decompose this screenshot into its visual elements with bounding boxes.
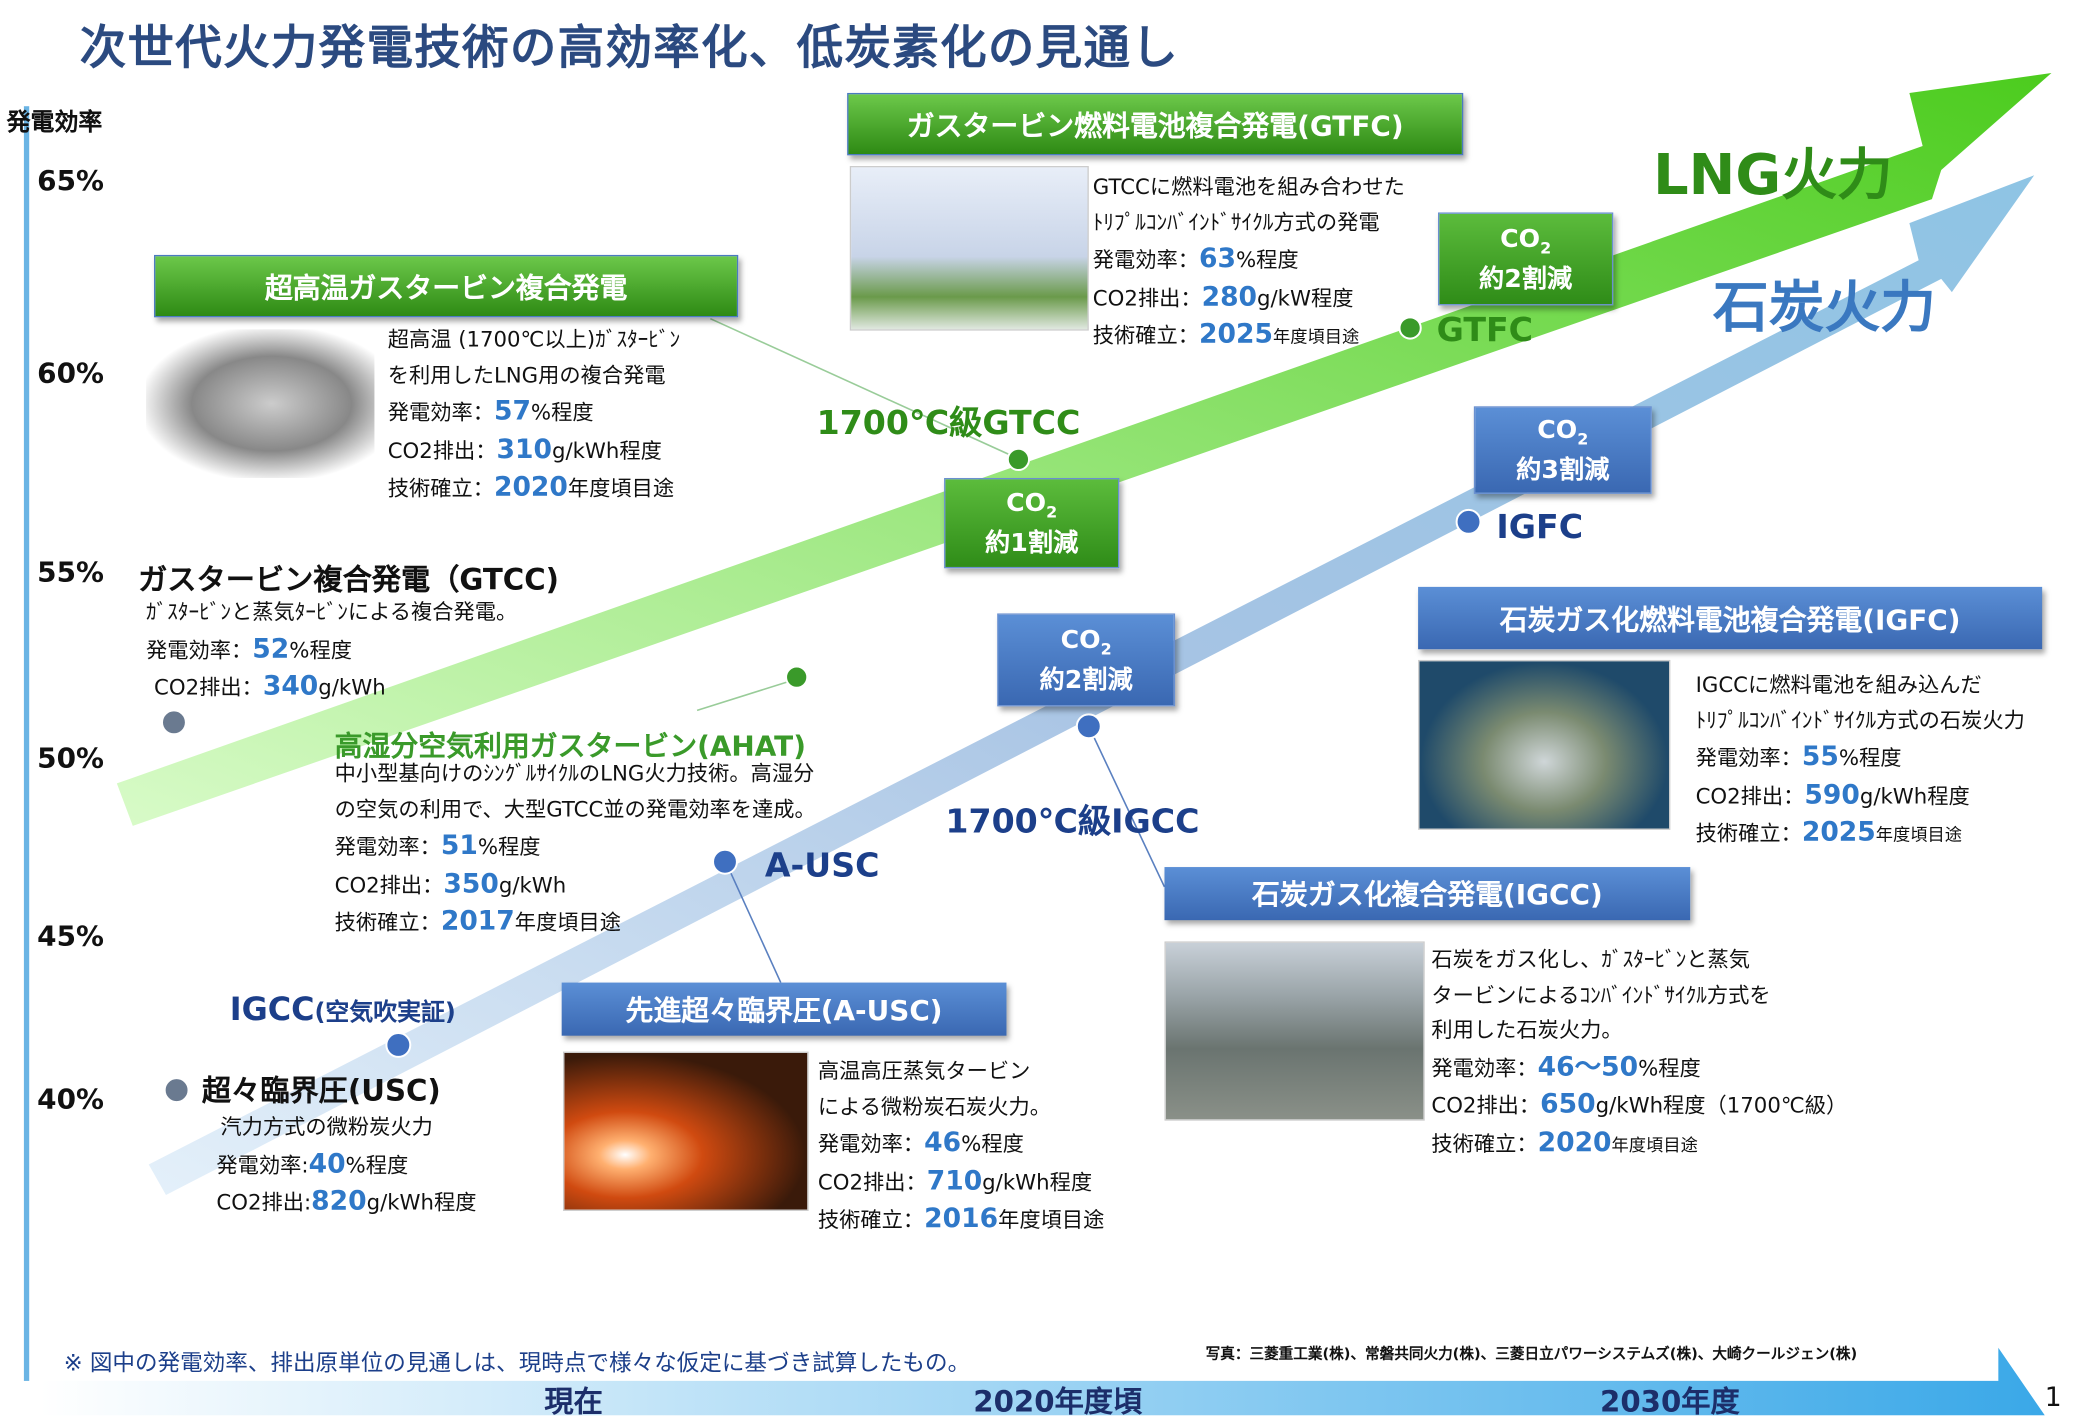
y-axis-line bbox=[23, 106, 30, 1381]
point-igcc-demo bbox=[385, 1032, 412, 1058]
timeline-label: 2020年度頃 bbox=[973, 1386, 1143, 1420]
ausc-description: 高温高圧蒸気タービンによる微粉炭石炭火力。 発電効率：46%程度 CO2排出：7… bbox=[817, 1058, 1105, 1234]
igcc-description: 石炭をガス化し、ｶﾞｽﾀｰﾋﾞﾝと蒸気タービンによるｺﾝﾊﾞｲﾝﾄﾞｻｲｸﾙ方式… bbox=[1431, 946, 1848, 1158]
igcc-header: 石炭ガス化複合発電(IGCC) bbox=[1164, 867, 1691, 921]
label-gtcc: ガスタービン複合発電（GTCC) bbox=[138, 564, 560, 598]
gtfc-description: GTCCに燃料電池を組み合わせたﾄﾘﾌﾟﾙｺﾝﾊﾞｲﾝﾄﾞｻｲｸﾙ方式の発電 発… bbox=[1092, 173, 1405, 350]
label-igcc-demo: IGCC(空気吹実証) bbox=[229, 990, 456, 1028]
usc-description: 汽力方式の微粉炭火力 発電効率:40%程度 CO2排出:820g/kWh程度 bbox=[216, 1114, 477, 1217]
gtcc-description: ｶﾞｽﾀｰﾋﾞﾝと蒸気ﾀｰﾋﾞﾝによる複合発電。 発電効率：52%程度 CO2排… bbox=[146, 598, 518, 702]
point-igfc bbox=[1455, 508, 1482, 535]
ausc-turbine-photo bbox=[562, 1051, 809, 1211]
label-gtcc1700: 1700℃級GTCC bbox=[816, 403, 1081, 443]
connector-line bbox=[710, 317, 1018, 459]
lng-arrow-label: LNG火力 bbox=[1653, 142, 1893, 208]
y-tick: 55% bbox=[37, 556, 104, 589]
label-igfc: IGFC bbox=[1496, 507, 1584, 546]
timeline-band bbox=[39, 1347, 2045, 1416]
connector-line bbox=[1088, 725, 1166, 888]
igfc-plant-photo bbox=[1418, 659, 1671, 830]
label-ausc: A-USC bbox=[764, 845, 880, 885]
point-igcc1700 bbox=[1075, 713, 1102, 740]
timeline-label: 2030年度 bbox=[1599, 1386, 1740, 1420]
ahat-description: 中小型基向けのｼﾝｸﾞﾙｻｲｸﾙのLNG火力技術。高湿分の空気の利用で、大型GT… bbox=[334, 760, 816, 937]
igfc-header: 石炭ガス化燃料電池複合発電(IGFC) bbox=[1418, 586, 2043, 650]
point-ausc bbox=[712, 848, 738, 875]
page-number: 1 bbox=[2044, 1380, 2062, 1413]
point-gtfc bbox=[1398, 316, 1422, 340]
page-title: 次世代火力発電技術の高効率化、低炭素化の見通し bbox=[79, 22, 1180, 76]
y-tick: 50% bbox=[37, 742, 104, 775]
ultra-gtcc-description: 超高温 (1700℃以上)ｶﾞｽﾀｰﾋﾞﾝを利用したLNG用の複合発電 発電効率… bbox=[387, 326, 681, 502]
y-tick: 60% bbox=[37, 357, 104, 390]
y-tick: 40% bbox=[37, 1083, 104, 1116]
y-tick: 65% bbox=[37, 164, 104, 197]
label-ahat: 高湿分空気利用ガスタービン(AHAT) bbox=[334, 730, 806, 763]
point-ahat bbox=[785, 665, 809, 689]
label-gtfc: GTFC bbox=[1436, 310, 1534, 350]
y-axis-label: 発電効率 bbox=[6, 108, 103, 137]
igfc-description: IGCCに燃料電池を組み込んだﾄﾘﾌﾟﾙｺﾝﾊﾞｲﾝﾄﾞｻｲｸﾙ方式の石炭火力 … bbox=[1695, 671, 2025, 848]
point-gtcc1700 bbox=[1006, 447, 1031, 472]
timeline-label: 現在 bbox=[544, 1386, 603, 1420]
lng-arrow bbox=[116, 73, 2052, 826]
label-igcc1700: 1700℃級IGCC bbox=[945, 801, 1200, 841]
footnote: ※ 図中の発電効率、排出原単位の見通しは、現時点で様々な仮定に基づき試算したもの… bbox=[63, 1350, 971, 1377]
point-usc bbox=[163, 1077, 190, 1104]
gtfc-plant-photo bbox=[849, 165, 1089, 331]
coal-arrow-label: 石炭火力 bbox=[1712, 274, 1936, 340]
ultra-gtcc-header: 超高温ガスタービン複合発電 bbox=[154, 254, 739, 318]
connector-line bbox=[725, 862, 782, 983]
y-tick: 45% bbox=[37, 920, 104, 953]
label-usc: 超々臨界圧(USC) bbox=[201, 1075, 441, 1109]
connector-line bbox=[696, 679, 795, 712]
gtfc-header: ガスタービン燃料電池複合発電(GTFC) bbox=[847, 92, 1464, 156]
point-gtcc bbox=[160, 709, 187, 736]
igcc-plant-photo bbox=[1164, 941, 1425, 1121]
gas-turbine-photo bbox=[146, 329, 375, 479]
photo-credit: 写真：三菱重工業(株)、常磐共同火力(株)、三菱日立パワーシステムズ(株)、大崎… bbox=[1205, 1345, 1858, 1363]
ausc-header: 先進超々臨界圧(A-USC) bbox=[561, 982, 1007, 1036]
